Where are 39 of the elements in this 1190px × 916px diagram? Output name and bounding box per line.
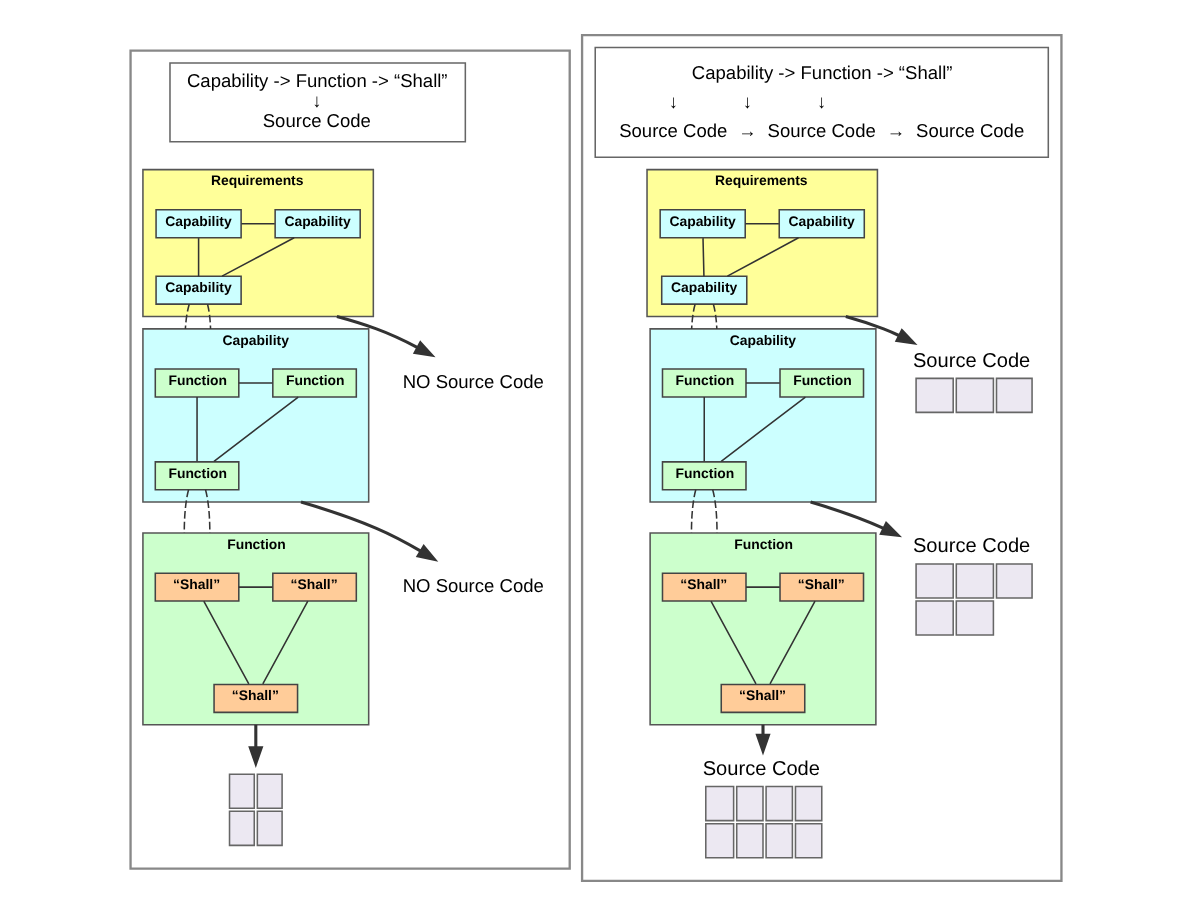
arrow (844, 315, 917, 345)
arrow (335, 315, 435, 358)
cluster (579, 33, 1062, 883)
connector (237, 382, 273, 384)
connector (183, 303, 189, 330)
node-text: NO Source Code (401, 371, 543, 392)
connector (744, 382, 780, 384)
connector (195, 396, 197, 463)
connector (689, 488, 696, 534)
connector (220, 237, 294, 277)
connector (212, 396, 298, 463)
node-box: Capability -> Function -> “Shall” ↓ Source Code (168, 62, 466, 143)
node-label: Source Code (912, 536, 1030, 559)
connector (744, 586, 780, 588)
connector (702, 396, 704, 463)
arrow (247, 724, 263, 768)
connector (203, 488, 210, 534)
connector (239, 222, 275, 225)
node-text: NO Source Code (401, 575, 543, 596)
connector (710, 488, 717, 534)
connector (202, 600, 249, 685)
connector (261, 600, 308, 685)
connector (182, 488, 189, 534)
arrow (754, 724, 770, 756)
connector (725, 237, 799, 277)
node-box: Capability -> Function -> “Shall” ↓ ↓ ↓ Source Code → Source Code → Source Code (593, 46, 1049, 158)
connector (205, 303, 211, 330)
connector (709, 600, 756, 685)
node-label: Source Code (912, 350, 1030, 373)
connector (711, 303, 717, 330)
connector (237, 586, 273, 588)
connector (701, 237, 704, 278)
cluster (128, 49, 570, 870)
node-label: Source Code (701, 758, 820, 781)
connector (719, 396, 806, 463)
connector (743, 222, 779, 225)
connector (196, 237, 199, 278)
connector (768, 600, 815, 685)
connector (689, 303, 695, 330)
